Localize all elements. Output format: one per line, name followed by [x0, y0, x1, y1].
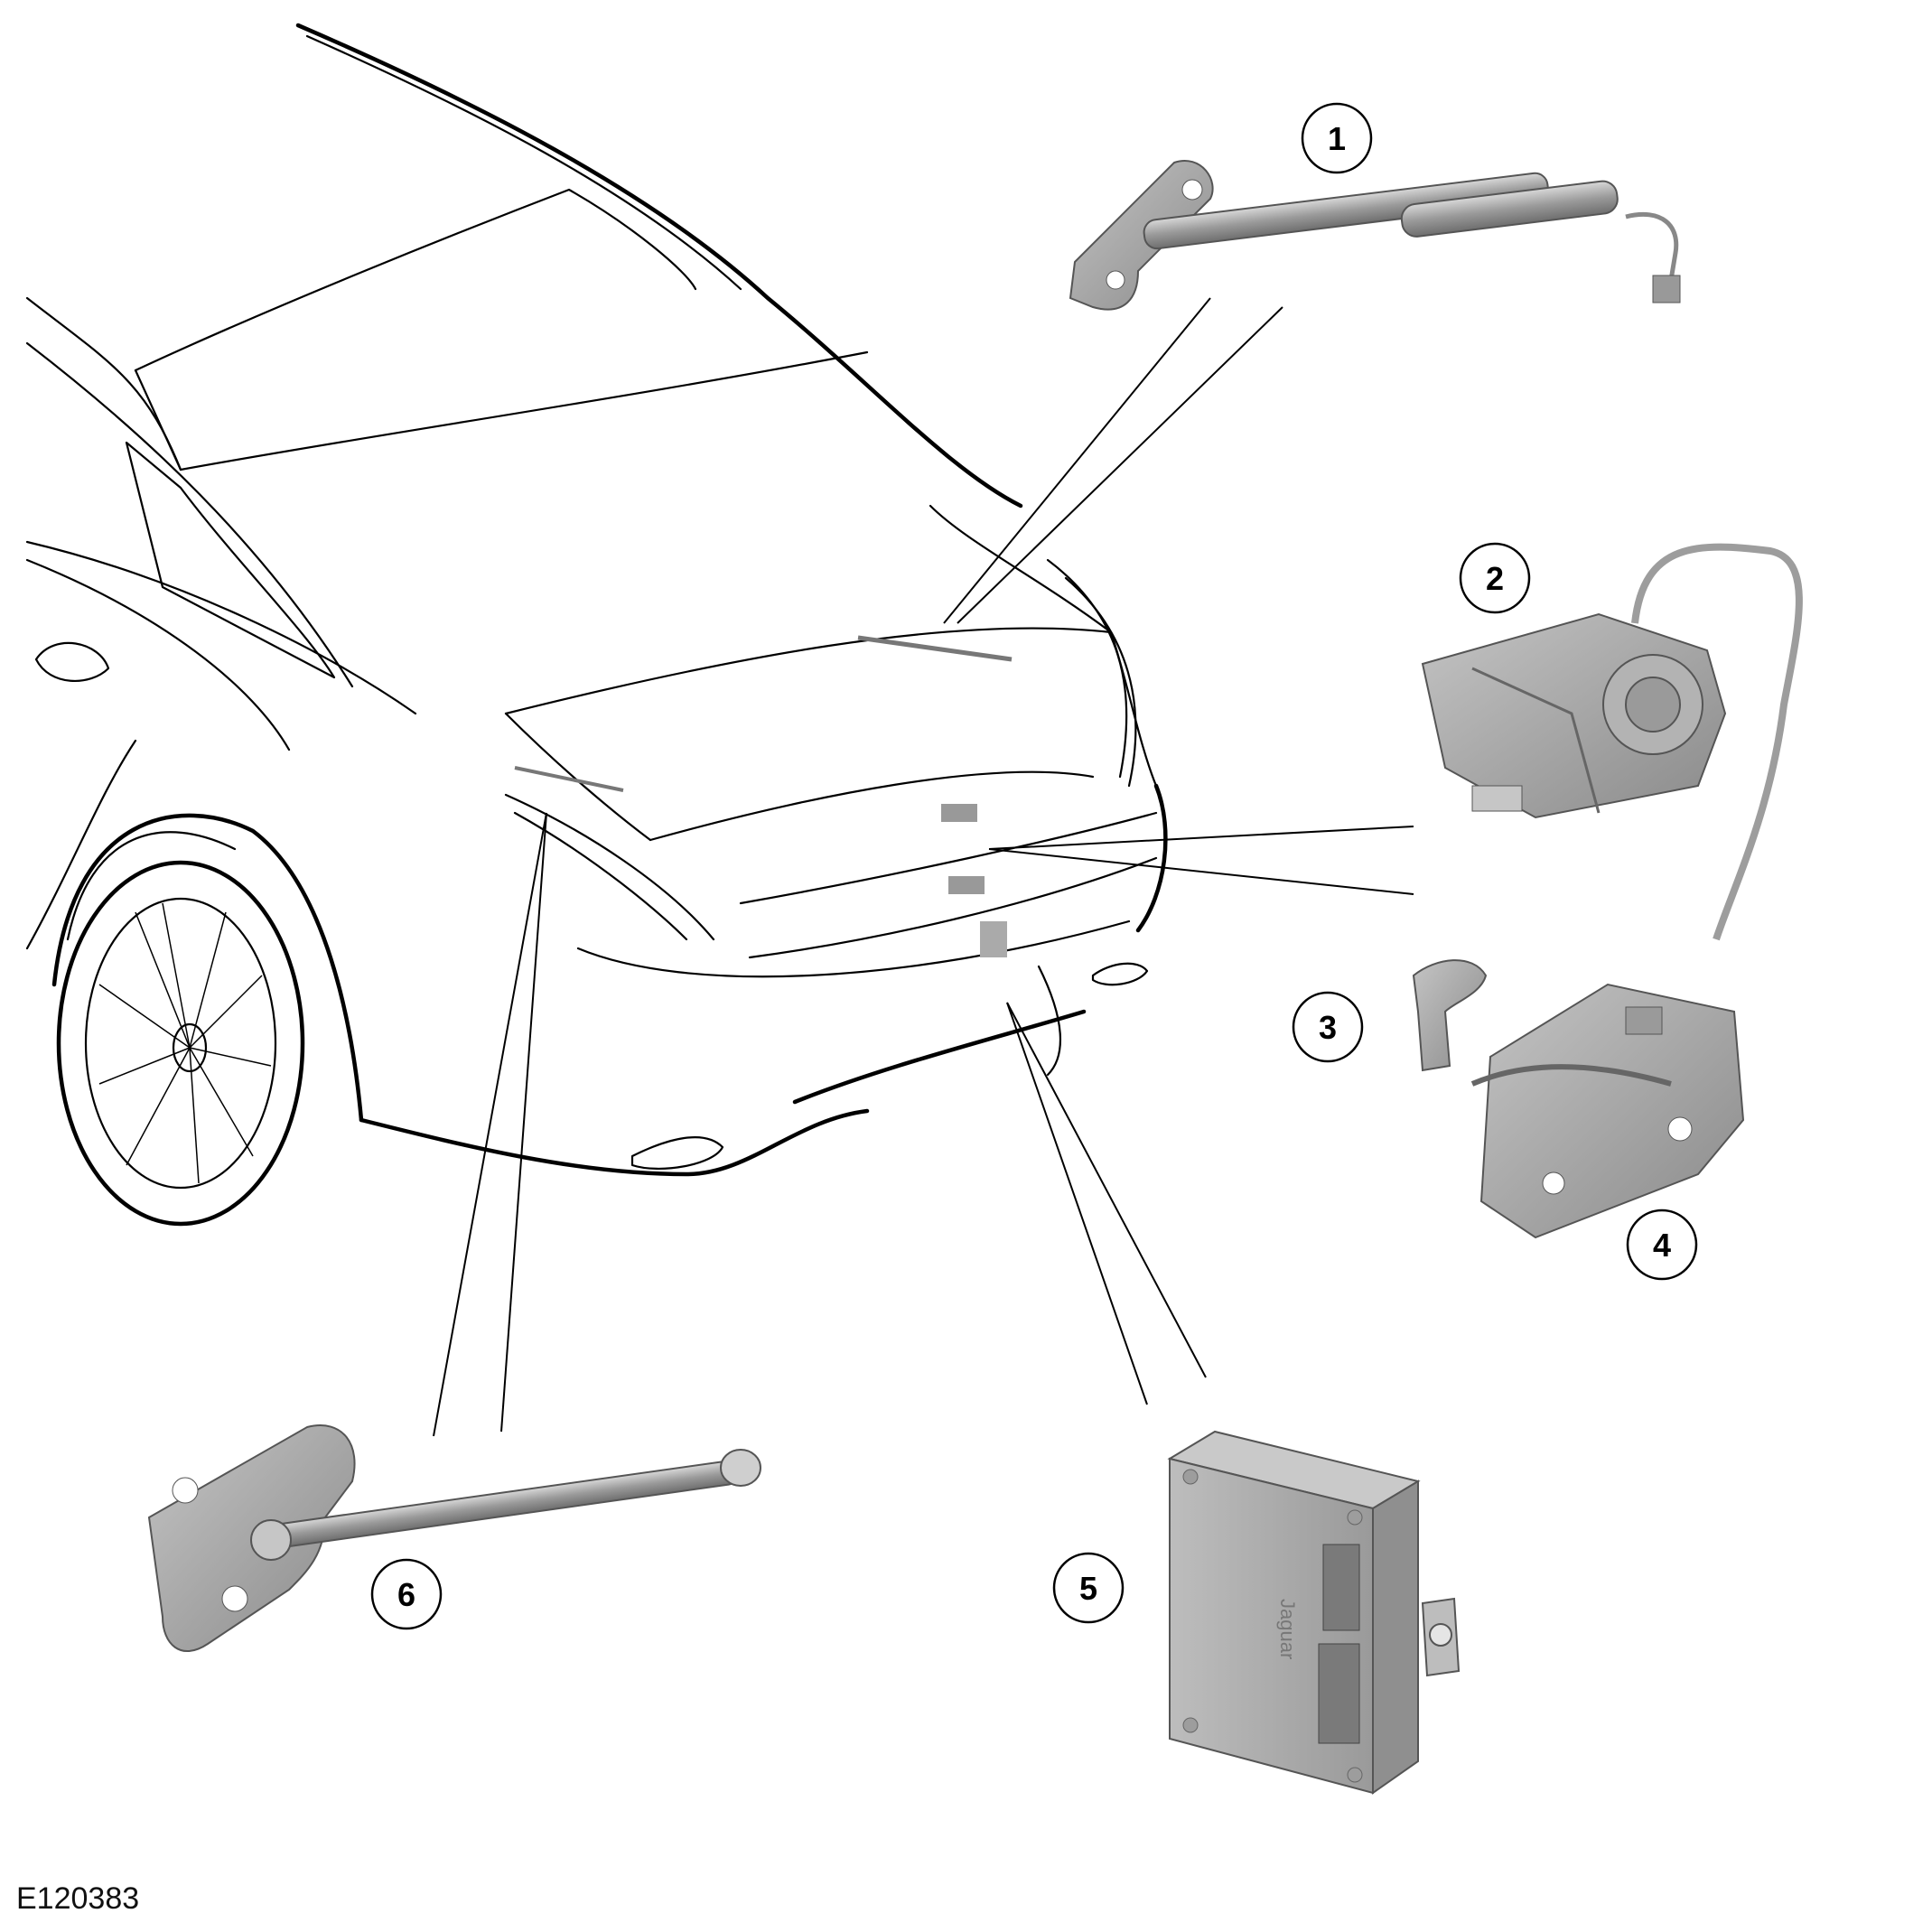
callout-5: 5 — [1052, 1552, 1125, 1624]
vehicle-rear-view — [25, 23, 1168, 1227]
figure-id-label: E120383 — [16, 1881, 140, 1916]
callout-number: 5 — [1079, 1570, 1097, 1607]
liftgate-control-module-component-5: Jaguar — [1167, 1430, 1461, 1795]
latch-release-actuator-component-2 — [1421, 543, 1803, 941]
callout-6: 6 — [370, 1558, 443, 1630]
callout-number: 3 — [1319, 1009, 1337, 1046]
callout-number: 2 — [1486, 560, 1504, 597]
callout-2: 2 — [1459, 542, 1531, 614]
callout-number: 4 — [1653, 1227, 1671, 1264]
callout-number: 6 — [397, 1576, 415, 1613]
leader-lines — [433, 297, 1414, 1437]
module-brand-label: Jaguar — [1276, 1599, 1299, 1659]
callout-1: 1 — [1301, 102, 1373, 174]
power-strut-component-1 — [1069, 160, 1681, 311]
callout-number: 1 — [1328, 120, 1346, 157]
callout-4: 4 — [1626, 1209, 1698, 1281]
gas-strut-component-6 — [147, 1424, 761, 1653]
trunk-latch-component-4 — [1470, 983, 1745, 1239]
release-handle-component-3 — [1412, 959, 1488, 1072]
callout-3: 3 — [1292, 991, 1364, 1063]
